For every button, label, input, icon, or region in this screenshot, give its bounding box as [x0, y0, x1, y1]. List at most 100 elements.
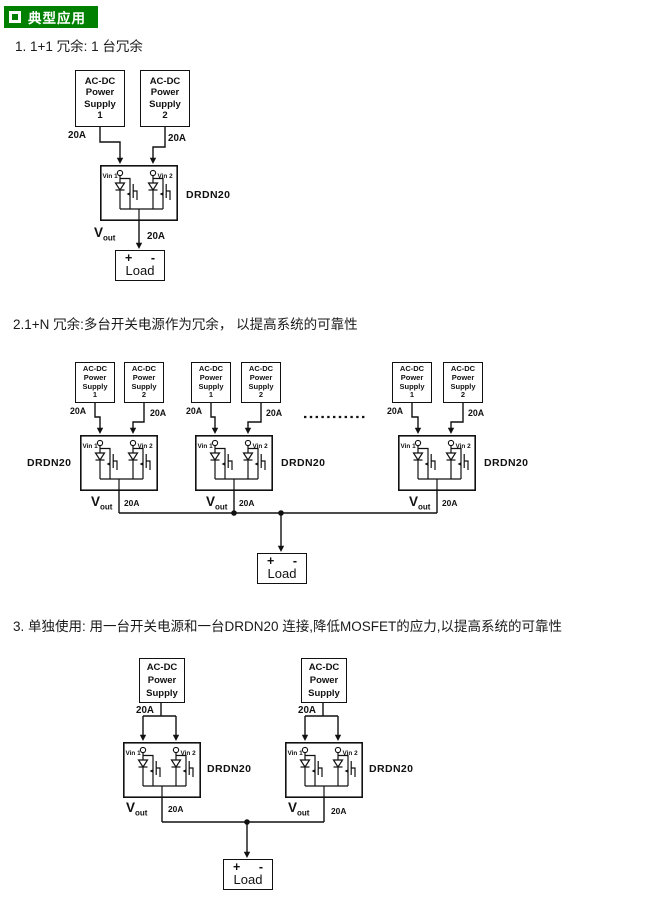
- minus-label: -: [292, 554, 297, 568]
- minus-label: -: [150, 251, 155, 265]
- vout-label: Vout: [94, 225, 116, 243]
- drdn20-label: DRDN20: [484, 457, 529, 469]
- psu-line: Supply: [399, 381, 425, 391]
- load-box: + - Load: [223, 859, 273, 890]
- section-title-2: 2.1+N 冗余:多台开关电源作为冗余， 以提高系统的可靠性: [13, 317, 358, 332]
- current-label: 20A: [136, 705, 154, 716]
- section-header-badge: 典型应用: [4, 6, 98, 28]
- section-title-3: 3. 单独使用: 用一台开关电源和一台DRDN20 连接,降低MOSFET的应力…: [13, 619, 563, 634]
- drdn20-label: DRDN20: [186, 189, 231, 201]
- drdn20-label: DRDN20: [369, 763, 414, 775]
- vin1-label: Vin 1: [401, 443, 417, 450]
- current-label: 20A: [168, 804, 184, 814]
- current-label: 20A: [168, 133, 186, 144]
- psu-line: Supply: [149, 98, 181, 110]
- vin1-label: Vin 1: [288, 750, 304, 757]
- psu-line: Supply: [131, 381, 157, 391]
- drdn20-label: DRDN20: [27, 457, 72, 469]
- load-polarity: + -: [258, 554, 306, 568]
- square-icon: [9, 11, 21, 23]
- current-label: 20A: [186, 406, 203, 416]
- load-box: + - Load: [257, 553, 307, 584]
- drdn20-module-box: Vin 1 Vin 2: [398, 435, 477, 492]
- psu-line: Power: [83, 372, 107, 382]
- vin2-label: Vin 2: [158, 173, 174, 180]
- vin1-label: Vin 1: [83, 443, 99, 450]
- vin1-label: Vin 1: [126, 750, 142, 757]
- psu-line: AC-DC: [131, 363, 157, 373]
- vout-label: Vout: [288, 800, 310, 818]
- psu-line: Power: [132, 372, 156, 382]
- psu-number: 2: [162, 110, 168, 121]
- psu-line: Supply: [308, 688, 340, 699]
- psu-line: Power: [150, 87, 180, 98]
- load-polarity: + -: [224, 860, 272, 874]
- plus-label: +: [125, 251, 133, 265]
- vin2-label: Vin 2: [343, 750, 359, 757]
- current-label: 20A: [68, 130, 86, 141]
- psu-box-2: AC-DC Power Supply 2: [124, 362, 164, 403]
- plus-label: +: [267, 554, 275, 568]
- psu-number: 1: [97, 110, 103, 121]
- drdn20-module-box: Vin 1 Vin 2: [80, 435, 159, 492]
- psu-box: AC-DC Power Supply: [139, 658, 185, 703]
- psu-box-2: AC-DC Power Supply 2: [443, 362, 483, 403]
- vin2-label: Vin 2: [181, 750, 197, 757]
- psu-line: Supply: [450, 381, 476, 391]
- psu-line: Supply: [146, 688, 178, 699]
- current-label: 20A: [442, 498, 458, 508]
- load-polarity: + -: [116, 251, 164, 265]
- psu-line: AC-DC: [399, 363, 425, 373]
- vin1-label: Vin 1: [103, 173, 119, 180]
- psu-line: AC-DC: [198, 363, 224, 373]
- psu-line: Power: [400, 372, 424, 382]
- vin1-label: Vin 1: [198, 443, 214, 450]
- drdn20-label: DRDN20: [281, 457, 326, 469]
- psu-line: Power: [85, 87, 115, 98]
- psu-line: AC-DC: [248, 363, 274, 373]
- psu-line: Supply: [84, 98, 116, 110]
- vout-label: Vout: [91, 494, 113, 512]
- psu-line: Supply: [82, 381, 108, 391]
- psu-line: AC-DC: [450, 363, 476, 373]
- drdn20-module-box: Vin 1 Vin 2: [123, 742, 202, 799]
- load-box: + - Load: [115, 250, 165, 281]
- drdn20-module-box: Vin 1 Vin 2: [285, 742, 364, 799]
- psu-box-1: AC-DC Power Supply 1: [75, 362, 115, 403]
- psu-line: Power: [309, 675, 339, 686]
- psu-box: AC-DC Power Supply: [301, 658, 347, 703]
- psu-box-1: AC-DC Power Supply 1: [392, 362, 432, 403]
- psu-number: 1: [208, 390, 214, 400]
- psu-line: AC-DC: [149, 75, 181, 87]
- psu-line: Power: [147, 675, 177, 686]
- vout-label: Vout: [206, 494, 228, 512]
- psu-number: 1: [92, 390, 98, 400]
- drdn20-module-box: Vin 1 Vin 2: [195, 435, 274, 492]
- current-label: 20A: [298, 705, 316, 716]
- psu-line: AC-DC: [146, 662, 178, 673]
- vout-label: Vout: [409, 494, 431, 512]
- current-label: 20A: [150, 408, 167, 418]
- current-label: 20A: [147, 231, 165, 242]
- psu-box-2: AC-DC Power Supply 2: [140, 70, 190, 127]
- psu-box-1: AC-DC Power Supply 1: [191, 362, 231, 403]
- psu-line: Power: [451, 372, 475, 382]
- vin2-label: Vin 2: [456, 443, 472, 450]
- current-label: 20A: [387, 406, 404, 416]
- psu-number: 2: [460, 390, 466, 400]
- psu-line: AC-DC: [308, 662, 340, 673]
- plus-label: +: [233, 860, 241, 874]
- psu-number: 2: [141, 390, 147, 400]
- load-label: Load: [125, 263, 155, 278]
- vin2-label: Vin 2: [138, 443, 154, 450]
- psu-line: Supply: [248, 381, 274, 391]
- psu-box-2: AC-DC Power Supply 2: [241, 362, 281, 403]
- psu-line: Supply: [198, 381, 224, 391]
- psu-line: AC-DC: [82, 363, 108, 373]
- badge-label: 典型应用: [28, 11, 86, 26]
- load-label: Load: [233, 872, 263, 887]
- psu-line: Power: [199, 372, 223, 382]
- psu-box-1: AC-DC Power Supply 1: [75, 70, 125, 127]
- load-label: Load: [267, 566, 297, 581]
